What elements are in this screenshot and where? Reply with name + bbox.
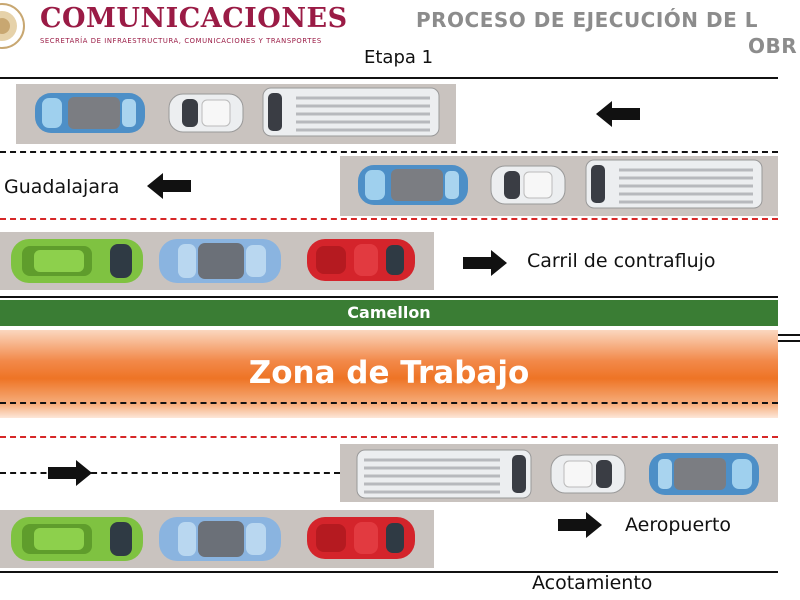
coat-of-arms-logo: [0, 3, 25, 49]
blue-car-icon: [35, 93, 145, 133]
median-edge: [0, 296, 778, 298]
arrow-right-icon: [48, 460, 92, 486]
stage-label: Etapa 1: [364, 47, 434, 68]
lane-centerline: [0, 472, 340, 474]
blue-car-icon: [159, 517, 281, 561]
brand-title: COMUNICACIONES: [40, 3, 348, 34]
road-edge-bottom: [0, 571, 778, 573]
median-edge-right: [778, 334, 800, 336]
arrow-right-icon: [463, 250, 507, 276]
median: Camellon: [0, 300, 778, 326]
blue-car-icon: [159, 239, 281, 283]
contraflow-label: Carril de contraflujo: [527, 250, 716, 272]
arrow-left-icon: [147, 173, 191, 199]
blue-car-icon: [649, 453, 759, 495]
blue-car-icon: [358, 165, 468, 205]
white-van-icon: [262, 87, 440, 137]
road-edge-top: [0, 77, 778, 79]
red-car-icon: [307, 239, 415, 281]
header: COMUNICACIONES SECRETARÍA DE INFRAESTRUC…: [0, 0, 800, 58]
white-car-icon: [168, 93, 244, 133]
brand-subtitle: SECRETARÍA DE INFRAESTRUCTURA, COMUNICAC…: [40, 37, 322, 45]
green-car-icon: [11, 517, 143, 561]
page-title-line2: OBR: [748, 34, 798, 58]
white-car-icon: [550, 454, 626, 494]
red-car-icon: [307, 517, 415, 559]
lane-divider: [0, 151, 778, 153]
white-car-icon: [490, 165, 566, 205]
arrow-left-icon: [596, 101, 640, 127]
white-van-icon: [356, 449, 532, 499]
work-zone: Zona de Trabajo: [0, 330, 778, 418]
lane-divider-red: [0, 436, 778, 438]
median-edge-right: [778, 340, 800, 342]
direction-label-aeropuerto: Aeropuerto: [625, 514, 732, 536]
green-car-icon: [11, 239, 143, 283]
lane-divider-red: [0, 218, 778, 220]
page-title: PROCESO DE EJECUCIÓN DE L: [416, 8, 758, 32]
white-van-icon: [585, 159, 763, 209]
lane-divider: [0, 402, 778, 404]
direction-label-guadalajara: Guadalajara: [4, 176, 120, 198]
arrow-right-icon: [558, 512, 602, 538]
shoulder-label: Acotamiento: [532, 572, 653, 594]
